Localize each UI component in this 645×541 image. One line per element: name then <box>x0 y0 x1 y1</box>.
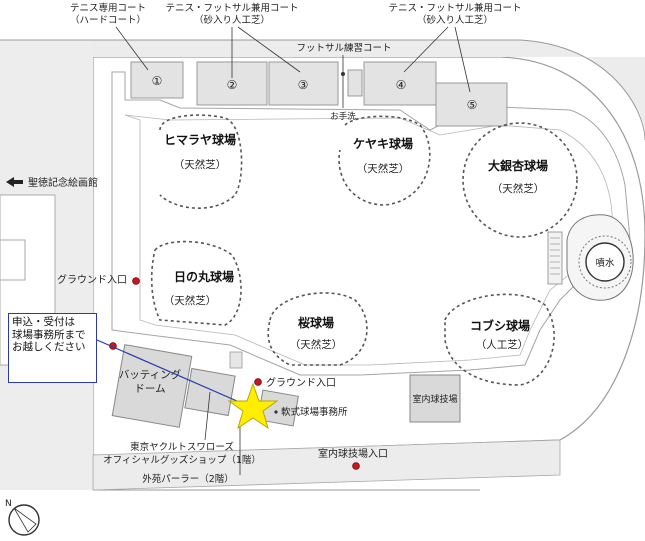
lower-plaza <box>92 439 561 491</box>
field-oicho-outline <box>462 122 578 238</box>
museum-label: 聖徳記念絵画館 <box>28 176 98 189</box>
field-name: ケヤキ球場 <box>353 136 413 151</box>
field-name: 大銀杏球場 <box>488 158 548 173</box>
futsal-practice-court <box>347 69 363 97</box>
court-3 <box>268 61 339 106</box>
field-name: 桜球場 <box>298 315 334 330</box>
field-surface: （天然芝） <box>492 182 545 195</box>
label-tennis-hard-sub: （ハードコート） <box>70 14 146 26</box>
indoor-field-entrance-label: 室内球技場入口 <box>318 447 388 460</box>
restroom-marker <box>341 72 345 76</box>
notice-line: 申込・受付は <box>12 316 75 328</box>
shop-label: 東京ヤクルトスワローズ <box>130 441 234 453</box>
batting-dome-label: バッティング <box>119 368 182 381</box>
shop-label: オフィシャルグッズショップ（1階） <box>103 454 261 466</box>
court-label: ② <box>227 78 238 92</box>
leader-lines <box>115 26 471 108</box>
field-surface: （天然芝） <box>290 338 343 351</box>
court-5 <box>435 82 508 127</box>
court-label: ⑤ <box>467 98 478 112</box>
small-building <box>229 351 243 369</box>
office-bullet <box>274 410 278 414</box>
field-surface: （天然芝） <box>357 162 410 175</box>
museum-inner <box>0 239 26 281</box>
ground-entrance-left-label: グラウンド入口 <box>57 273 127 286</box>
field-name: コブシ球場 <box>470 318 530 333</box>
field-surface: （天然芝） <box>164 294 217 307</box>
office-label: 軟式球場事務所 <box>281 406 348 418</box>
entrance-dot-icon <box>132 277 140 285</box>
court-label: ④ <box>396 78 407 92</box>
inner-path <box>111 71 631 376</box>
field-kobushi-outline <box>444 293 555 386</box>
label-tennis-futsal-b: テニス・フットサル兼用コート <box>388 2 521 14</box>
label-tennis-hard: テニス専用コート <box>70 2 146 14</box>
compass-label: N <box>5 499 12 509</box>
parlor-label: 外苑パーラー（2階） <box>142 473 234 485</box>
notice-connector <box>96 339 254 409</box>
museum-arrow-icon <box>6 177 23 187</box>
label-tennis-futsal-a: テニス・フットサル兼用コート <box>165 2 298 14</box>
field-hinomaru-outline <box>150 240 242 326</box>
fountain-basin <box>585 242 625 282</box>
entrance-dot-icon <box>352 462 360 470</box>
field-name: ヒマラヤ球場 <box>164 132 236 147</box>
label-tennis-futsal-a-sub: （砂入り人工芝） <box>194 14 270 26</box>
label-tennis-futsal-b-sub: （砂入り人工芝） <box>417 14 493 26</box>
notice-line: お越しください <box>12 341 86 353</box>
batting-dome <box>111 344 193 428</box>
stand-stripes <box>550 237 560 275</box>
batting-dome-label: ドーム <box>134 383 165 395</box>
inner-path-2 <box>124 114 613 366</box>
court-label: ① <box>152 74 163 88</box>
compass-icon <box>8 504 40 536</box>
field-surface: （天然芝） <box>174 158 227 171</box>
fountain-label: 噴水 <box>595 257 615 269</box>
field-name: 日の丸球場 <box>174 269 234 284</box>
field-himalaya-outline <box>159 114 243 209</box>
road-edge-right <box>519 39 645 141</box>
entrance-dot-icon <box>254 378 262 386</box>
court-1 <box>130 61 184 99</box>
stand-left <box>547 231 563 285</box>
reception-star-icon <box>227 382 279 430</box>
label-futsal-practice: フットサル練習コート <box>296 42 391 54</box>
court-4 <box>363 61 437 106</box>
court-label: ③ <box>298 78 309 92</box>
field-keyaki-outline <box>338 115 431 206</box>
label-restroom: お手洗 <box>330 111 356 122</box>
indoor-field-building <box>409 374 461 423</box>
shop-leader <box>204 391 211 441</box>
field-surface: （人工芝） <box>476 338 529 351</box>
fountain-ring <box>578 235 632 289</box>
ground-entrance-center-label: グラウンド入口 <box>266 376 336 389</box>
notice-line: 球場事務所まで <box>12 328 86 341</box>
field-sakura-outline <box>267 292 368 366</box>
indoor-field-label: 室内球技場 <box>412 393 457 405</box>
reception-notice: 申込・受付は 球場事務所まで お越しください <box>8 313 97 383</box>
